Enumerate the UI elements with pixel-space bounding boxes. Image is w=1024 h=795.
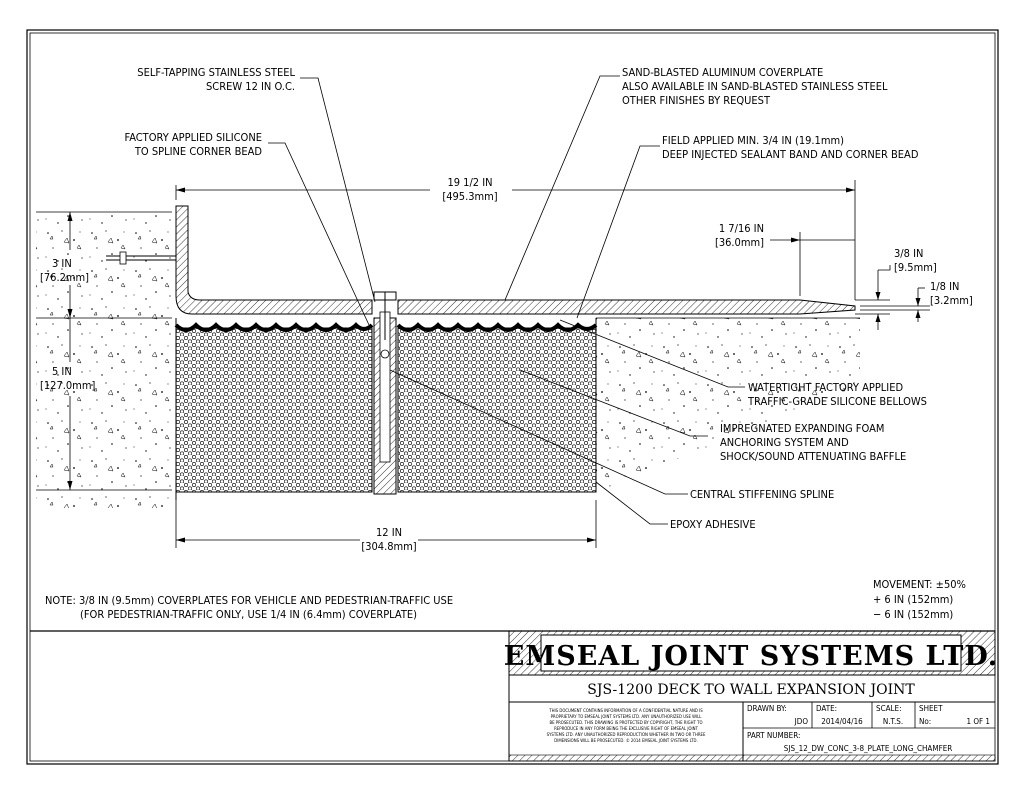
label-silicone-1: FACTORY APPLIED SILICONE — [125, 131, 262, 144]
dim-upstand-in: 3 IN — [52, 257, 72, 270]
note-line-2: (FOR PEDESTRIAN-TRAFFIC ONLY, USE 1/4 IN… — [80, 608, 417, 621]
disclaimer-2: PROPRIETARY TO EMSEAL JOINT SYSTEMS LTD.… — [551, 714, 703, 720]
sheet-no-label: No: — [919, 717, 931, 726]
dim-edge-in: 1/8 IN — [930, 280, 959, 293]
label-spline: CENTRAL STIFFENING SPLINE — [690, 488, 834, 501]
scale-value: N.T.S. — [883, 717, 903, 726]
central-spline — [373, 311, 397, 495]
dim-depth-in: 5 IN — [52, 365, 72, 378]
dim-gap-mm: [304.8mm] — [361, 540, 416, 553]
wall-anchor — [106, 251, 176, 265]
leader-lines — [268, 75, 745, 525]
scale-label: SCALE: — [876, 704, 902, 713]
label-screw-1: SELF-TAPPING STAINLESS STEEL — [137, 66, 295, 79]
part-number-label: PART NUMBER: — [747, 731, 800, 740]
sheet-value: 1 OF 1 — [966, 717, 990, 726]
disclaimer-3: BE PROSECUTED. THIS DRAWING IS PROTECTED… — [549, 720, 702, 726]
foam-block-left — [175, 327, 373, 493]
dim-upstand-mm: [76.2mm] — [40, 271, 89, 284]
coverplate — [397, 299, 856, 315]
label-foam-2: ANCHORING SYSTEM AND — [720, 436, 849, 449]
dimension-lines — [36, 180, 930, 548]
note-line-1: NOTE: 3/8 IN (9.5mm) COVERPLATES FOR VEH… — [45, 594, 453, 607]
dim-overall-mm: [495.3mm] — [442, 190, 497, 203]
outer-border — [26, 29, 999, 765]
sheet-label: SHEET — [919, 704, 943, 713]
disclaimer-5: SYSTEMS LTD. ANY UNAUTHORIZED REPRODUCTI… — [547, 732, 706, 738]
dim-plate-mm: [9.5mm] — [894, 261, 937, 274]
label-bellows-2: TRAFFIC-GRADE SILICONE BELLOWS — [747, 395, 927, 408]
dim-chamfer-in: 1 7/16 IN — [719, 222, 764, 235]
movement-title: MOVEMENT: ±50% — [873, 578, 966, 591]
drawing-title: SJS-1200 DECK TO WALL EXPANSION JOINT — [587, 682, 915, 698]
drawn-by-value: JDO — [794, 717, 809, 726]
title-block — [30, 630, 996, 762]
movement-minus: − 6 IN (152mm) — [873, 608, 953, 621]
label-coverplate-3: OTHER FINISHES BY REQUEST — [622, 94, 771, 107]
label-silicone-2: TO SPLINE CORNER BEAD — [134, 145, 263, 158]
dim-chamfer-mm: [36.0mm] — [715, 236, 764, 249]
dim-plate-in: 3/8 IN — [894, 247, 923, 260]
movement-plus: + 6 IN (152mm) — [873, 593, 953, 606]
silicone-bellows — [174, 322, 598, 332]
label-coverplate-2: ALSO AVAILABLE IN SAND-BLASTED STAINLESS… — [622, 80, 888, 93]
dim-gap-in: 12 IN — [376, 526, 402, 539]
label-screw-2: SCREW 12 IN O.C. — [206, 80, 295, 93]
disclaimer-1: THIS DOCUMENT CONTAINS INFORMATION OF A … — [548, 708, 703, 714]
disclaimer-6: DIMENSIONS WILL BE PROSECUTED. © 2014 EM… — [554, 737, 697, 744]
label-bellows-1: WATERTIGHT FACTORY APPLIED — [748, 381, 903, 394]
foam-block-right — [397, 327, 597, 493]
drawn-by-label: DRAWN BY: — [747, 704, 787, 713]
label-epoxy: EPOXY ADHESIVE — [670, 518, 756, 531]
label-foam-1: IMPREGNATED EXPANDING FOAM — [720, 422, 884, 435]
label-foam-3: SHOCK/SOUND ATTENUATING BAFFLE — [720, 450, 906, 463]
label-sealant-1: FIELD APPLIED MIN. 3/4 IN (19.1mm) — [662, 134, 844, 147]
label-sealant-2: DEEP INJECTED SEALANT BAND AND CORNER BE… — [662, 148, 919, 161]
concrete-wall — [36, 212, 176, 508]
screw — [373, 291, 397, 340]
company-name: EMSEAL JOINT SYSTEMS LTD. — [504, 641, 998, 672]
disclaimer-4: REPRODUCE IN ANY FORM BEING THE EXCLUSIV… — [554, 726, 698, 732]
date-value: 2014/04/16 — [821, 717, 863, 726]
label-coverplate-1: SAND-BLASTED ALUMINUM COVERPLATE — [622, 66, 823, 79]
dim-overall-in: 19 1/2 IN — [447, 176, 492, 189]
dim-edge-mm: [3.2mm] — [930, 294, 973, 307]
wall-angle — [175, 205, 373, 315]
part-number-value: SJS_12_DW_CONC_3-8_PLATE_LONG_CHAMFER — [784, 744, 953, 753]
date-label: DATE: — [816, 704, 837, 713]
dim-depth-mm: [127.0mm] — [40, 379, 95, 392]
arrowheads — [67, 187, 921, 543]
